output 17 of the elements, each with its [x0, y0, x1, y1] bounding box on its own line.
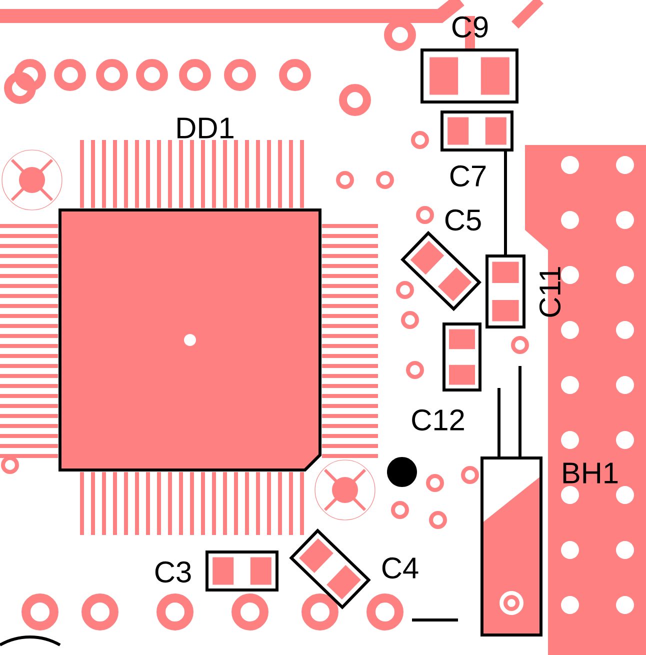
- chip-footprint: DD1: [58, 118, 322, 472]
- battery-holder-footprint: BH1: [480, 456, 618, 636]
- node-label: C11: [539, 267, 561, 317]
- capacitor-footprint: C9: [420, 16, 518, 104]
- node-label: C4: [382, 557, 418, 579]
- node-label: C5: [445, 209, 481, 231]
- node-label: C7: [450, 165, 486, 187]
- silkscreen-line: [504, 152, 507, 254]
- node-label: C3: [155, 561, 191, 583]
- node-label: DD1: [178, 118, 234, 138]
- capacitor-footprint: C11: [486, 254, 561, 328]
- node-label: C12: [412, 409, 464, 431]
- node-label: C9: [452, 16, 488, 38]
- capacitor-footprint: C12: [412, 322, 482, 431]
- capacitor-footprint: C7: [440, 110, 514, 187]
- node-label: BH1: [563, 462, 618, 484]
- capacitor-footprint: C3: [155, 550, 278, 592]
